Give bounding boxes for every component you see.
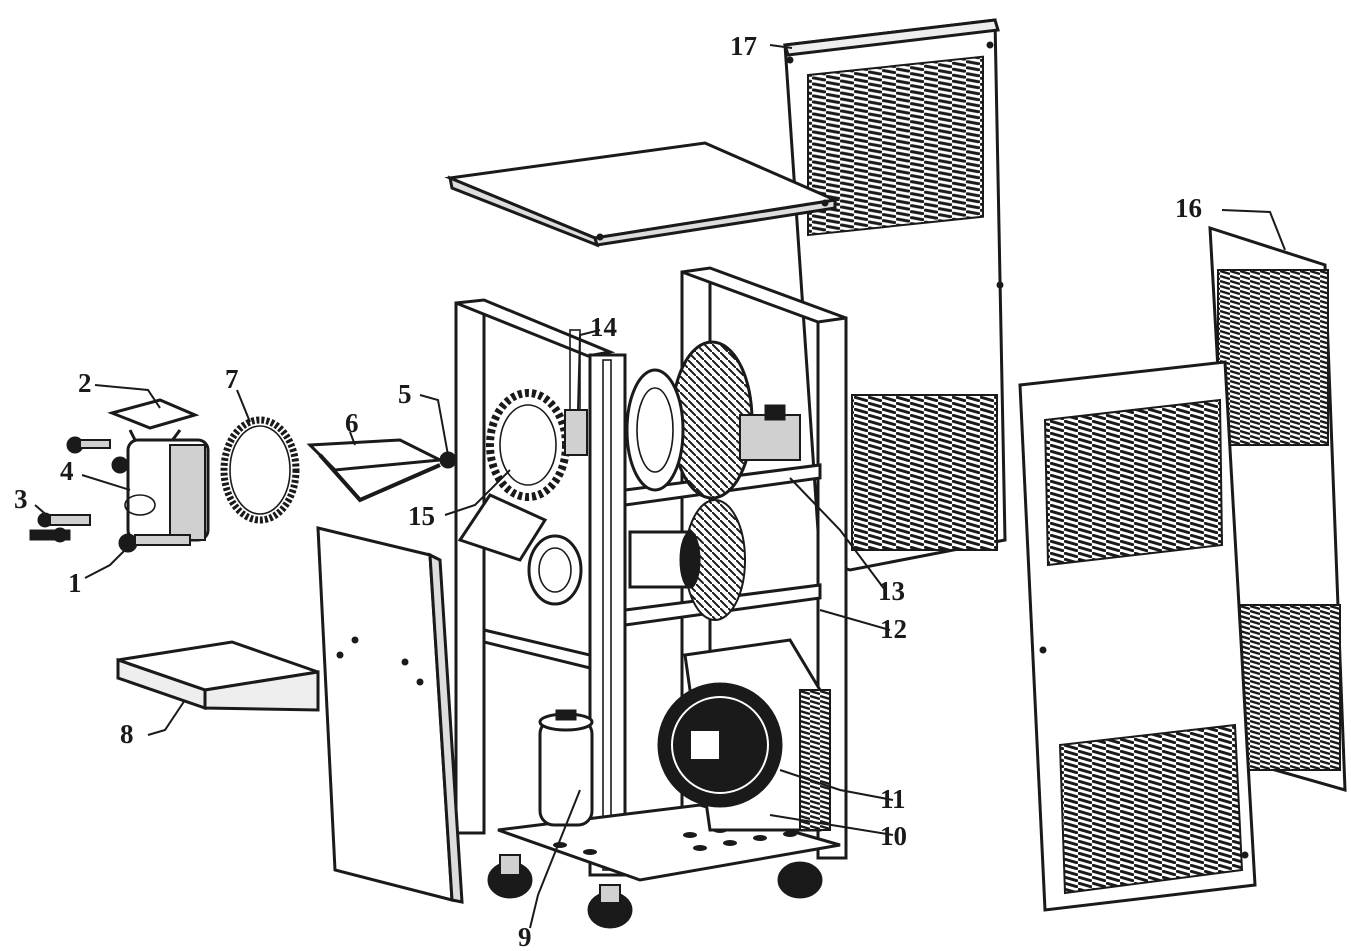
part-labels: 1 2 3 4 5 6 7 8 9 10 11 12 13 14 15 16 1… <box>14 31 1202 951</box>
panel-front-right <box>1018 360 1257 912</box>
label-3: 3 <box>14 484 28 514</box>
label-6: 6 <box>345 408 359 438</box>
label-1: 1 <box>68 568 82 598</box>
label-14: 14 <box>590 312 617 342</box>
panel-16 <box>1208 225 1347 793</box>
leader-lines <box>34 44 1286 929</box>
upper-motor <box>625 368 801 492</box>
compressor-9 <box>538 709 594 827</box>
dispense-head <box>29 398 210 553</box>
top-cover <box>444 141 841 248</box>
gear-ring-15 <box>486 389 570 501</box>
label-9: 9 <box>518 922 532 951</box>
label-10: 10 <box>880 821 907 851</box>
front-door-panel <box>316 526 464 904</box>
label-7: 7 <box>225 364 239 394</box>
beater-6 <box>306 438 457 503</box>
label-4: 4 <box>60 456 74 486</box>
label-16: 16 <box>1175 193 1202 223</box>
label-8: 8 <box>120 719 134 749</box>
label-15: 15 <box>408 501 435 531</box>
label-12: 12 <box>880 614 907 644</box>
label-5: 5 <box>398 379 412 409</box>
middle-motor <box>527 530 701 606</box>
label-17: 17 <box>730 31 757 61</box>
label-13: 13 <box>878 576 905 606</box>
motor-hood <box>457 493 548 562</box>
label-2: 2 <box>78 368 92 398</box>
gasket-7 <box>220 416 300 524</box>
bracket-14 <box>564 329 588 456</box>
label-11: 11 <box>880 784 906 814</box>
drip-tray-8 <box>116 640 320 712</box>
condenser-unit <box>657 638 831 832</box>
